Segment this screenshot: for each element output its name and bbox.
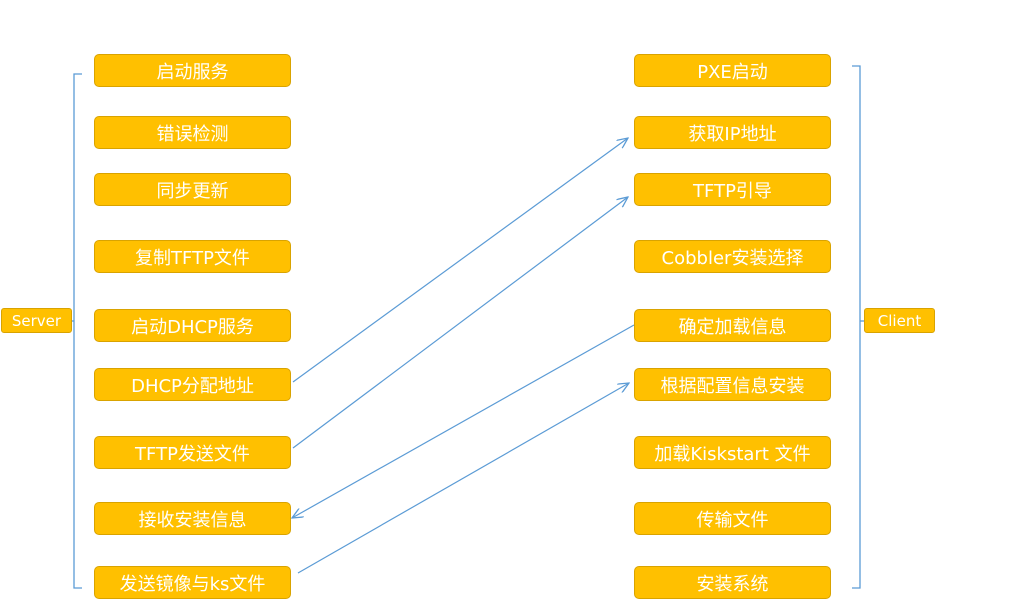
client-label: Client: [864, 308, 935, 333]
server-step-start-service: 启动服务: [94, 54, 291, 87]
client-bracket: [852, 65, 861, 589]
arrow-dhcp-to-get-ip: [292, 138, 628, 383]
client-step-load-kickstart: 加载Kiskstart 文件: [634, 436, 831, 469]
server-step-receive-info: 接收安装信息: [94, 502, 291, 535]
client-step-pxe-boot: PXE启动: [634, 54, 831, 87]
server-step-tftp-send: TFTP发送文件: [94, 436, 291, 469]
client-step-install-by-config: 根据配置信息安装: [634, 368, 831, 401]
client-step-transfer-files: 传输文件: [634, 502, 831, 535]
server-step-sync-update: 同步更新: [94, 173, 291, 206]
server-bracket: [73, 73, 82, 589]
server-step-send-image: 发送镜像与ks文件: [94, 566, 291, 599]
arrow-send-image-to-install: [297, 383, 629, 574]
server-step-error-check: 错误检测: [94, 116, 291, 149]
client-step-get-ip: 获取IP地址: [634, 116, 831, 149]
client-step-install-system: 安装系统: [634, 566, 831, 599]
server-step-start-dhcp: 启动DHCP服务: [94, 309, 291, 342]
client-step-tftp-boot: TFTP引导: [634, 173, 831, 206]
client-step-confirm-load: 确定加载信息: [634, 309, 831, 342]
arrow-tftp-send-to-tftp-boot: [292, 197, 628, 449]
server-step-dhcp-assign: DHCP分配地址: [94, 368, 291, 401]
client-step-cobbler-select: Cobbler安装选择: [634, 240, 831, 273]
server-label: Server: [1, 308, 72, 333]
arrow-confirm-to-receive-info: [292, 324, 635, 518]
server-step-copy-tftp: 复制TFTP文件: [94, 240, 291, 273]
